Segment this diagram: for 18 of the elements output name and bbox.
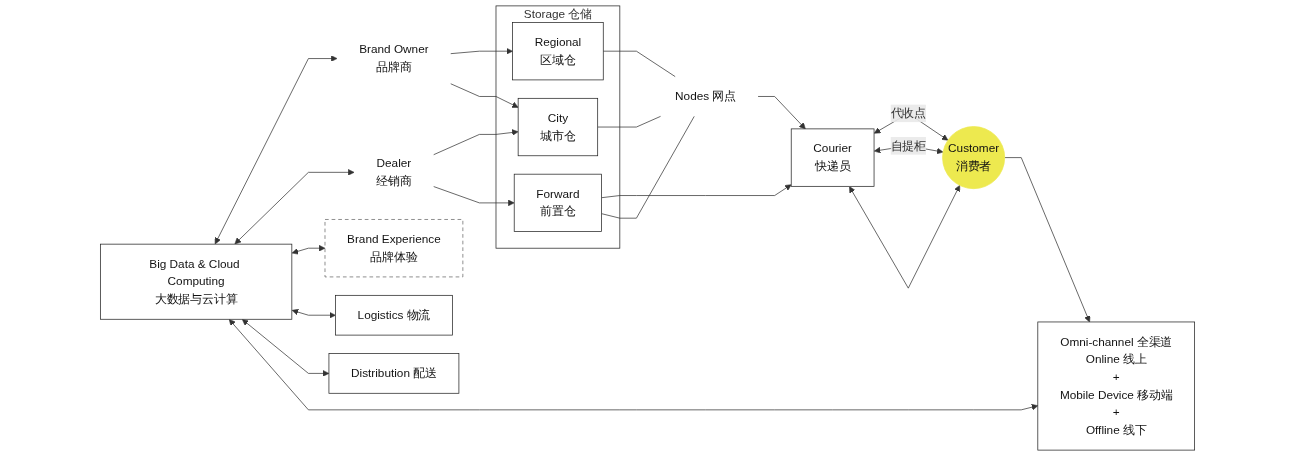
node-box: City 城市仓 — [517, 97, 599, 157]
node-box: Logistics 物流 — [335, 294, 453, 336]
edge-label: 自提柜 — [890, 139, 926, 152]
edge-label: 代收点 — [890, 106, 926, 120]
node-box: Regional 区域仓 — [512, 22, 604, 81]
node-text: Dealer 经销商 — [376, 156, 412, 188]
connector — [601, 116, 695, 219]
node-box: Courier 快递员 — [790, 128, 875, 187]
node-box: Brand Experience 品牌体验 — [324, 219, 464, 278]
node-box: Big Data & Cloud Computing 大数据与云计算 — [100, 243, 293, 320]
node-circle: Customer 消费者 — [942, 126, 1006, 190]
node-box: Forward 前置仓 — [513, 173, 602, 232]
node-box: Omni-channel 全渠道 Online 线上 + Mobile Device 移动端 + Offline 线下 — [1037, 321, 1195, 451]
node-box: Distribution 配送 — [328, 353, 460, 394]
connector — [602, 50, 676, 77]
connector — [597, 116, 661, 128]
node-text: Brand Owner 品牌商 — [359, 43, 429, 74]
node-text: Nodes 网点 — [675, 89, 736, 103]
